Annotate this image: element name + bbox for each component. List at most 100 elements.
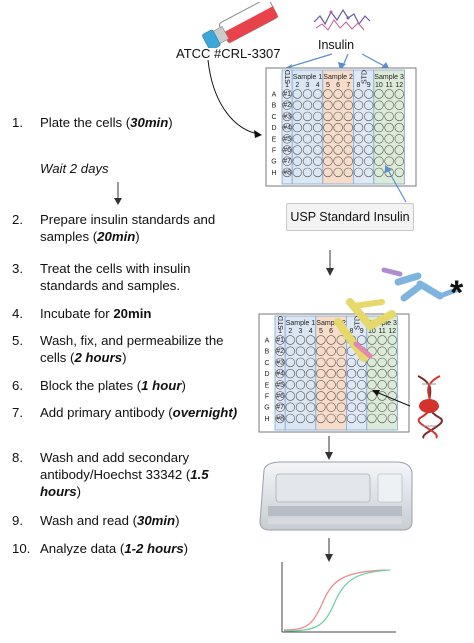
well [292,134,302,144]
well [305,391,316,401]
well [377,380,387,390]
column-number: 2 [295,82,299,89]
well [374,122,384,133]
well [384,145,394,155]
well [333,122,343,133]
well [356,335,367,345]
well [295,380,306,390]
well [305,380,316,390]
well [343,89,354,99]
well [387,346,398,356]
well [323,100,333,110]
well [353,167,364,178]
column-number: 12 [388,328,396,335]
well [336,368,347,379]
plate-group-label: Sample 2 [323,74,353,81]
well [367,380,377,390]
well [326,335,336,345]
down-arrow-icon [326,250,334,276]
well [282,89,292,99]
well [363,122,374,133]
well [275,368,285,379]
column-number: 5 [319,328,323,335]
well [282,100,292,110]
row-label: H [271,170,276,177]
well [312,89,323,99]
step-number: 2. [12,212,23,227]
step-number: 7. [12,405,23,420]
well [387,335,398,345]
well [377,346,387,356]
well [302,167,313,178]
well [346,413,357,424]
well [394,122,405,133]
well [336,380,347,390]
column-number: 3 [299,328,303,335]
row-label: D [271,125,276,132]
std-well-label: #4 [283,125,291,132]
step-text: Incubate for 20min [40,306,152,321]
well [374,89,384,99]
well [374,134,384,144]
sample2-columns [322,69,354,185]
well [285,402,295,412]
well [316,357,326,368]
row-label: H [264,416,269,423]
well [384,89,394,99]
std-well-label: #6 [276,393,284,400]
step-number: 9. [12,513,23,528]
step-number: 6. [12,378,23,393]
well [353,122,364,133]
well [282,111,292,122]
well [326,402,336,412]
well [316,391,326,401]
step-text: Add primary antibody (overnight) [40,405,238,420]
std-well-label: #1 [283,91,291,98]
well [312,167,323,178]
well [295,391,306,401]
well [367,391,377,401]
column-number: 3 [306,82,310,89]
row-label: G [271,159,276,166]
well [377,357,387,368]
step-text: Block the plates (1 hour) [40,378,186,393]
sample3-columns [366,315,398,431]
step-number: 1. [12,115,23,130]
well [346,380,357,390]
well [353,100,364,110]
well [285,413,295,424]
std-well-label: #7 [283,158,291,165]
well [285,368,295,379]
column-number: 12 [395,82,403,89]
row-label: D [264,371,269,378]
antibody-icon: * [334,267,464,362]
column-number: 8 [357,82,361,89]
row-label: G [264,405,269,412]
well [336,391,347,401]
std-well-label: #4 [276,371,284,378]
well [394,134,405,144]
well [295,346,306,356]
well [323,111,333,122]
well [353,89,364,99]
well [363,100,374,110]
row-label: C [271,114,276,121]
well [343,122,354,133]
plate-group-label: STD [285,70,292,84]
well [302,156,313,166]
well [305,335,316,345]
well [374,145,384,155]
step-number: 8. [12,450,23,465]
row-label: E [272,136,277,143]
column-number: 2 [288,328,292,335]
well [356,413,367,424]
well [333,100,343,110]
well [312,134,323,144]
column-number: 10 [368,328,376,335]
std-well-label: #5 [276,382,284,389]
well [367,335,377,345]
row-label: F [272,148,276,155]
wait-label: Wait 2 days [40,161,109,176]
well [295,368,306,379]
well [323,122,333,133]
